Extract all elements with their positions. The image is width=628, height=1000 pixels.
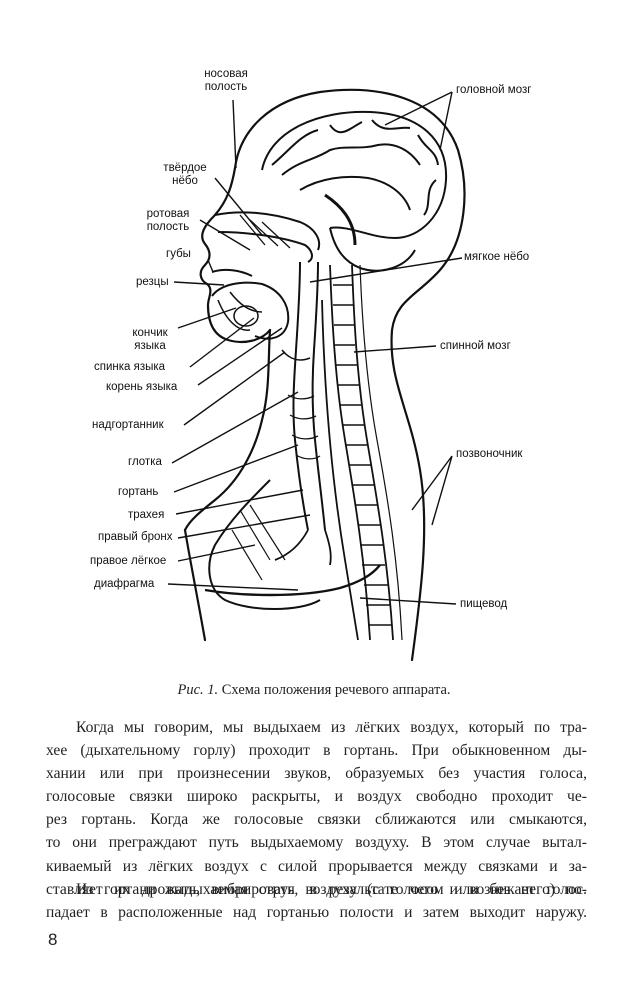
label-nasal-cavity-line1: носовая [204, 68, 248, 80]
label-spinal-cord: спинной мозг [440, 340, 511, 352]
page-number: 8 [48, 930, 58, 949]
paragraph-2-line: падает в расположенные над гортанью поло… [46, 904, 587, 922]
label-diaphragm: диафрагма [94, 578, 155, 590]
mouth-tongue [211, 268, 290, 340]
paragraph-1-line: рез гортань. Когда же голосовые связки с… [46, 811, 587, 829]
head-outline [233, 88, 466, 662]
label-larynx: гортань [118, 486, 159, 498]
label-spine: позвоночник [456, 448, 523, 460]
speech-apparatus-figure: носовая полость головной мозг твёрдое нё… [90, 68, 532, 662]
brain [261, 110, 448, 272]
label-esophagus: пищевод [460, 598, 508, 610]
paragraph-1-line: то они преграждают путь выдыхаемому возд… [46, 834, 587, 852]
label-oral-cavity-line2: полость [146, 221, 190, 233]
paragraph-1: Когда мы говорим, мы выдыхаем из лёгких … [46, 716, 587, 901]
label-trachea: трахея [128, 509, 165, 521]
paragraph-1-line: хее (дыхательному горлу) проходит в горт… [46, 742, 587, 760]
label-oral-cavity: ротовая полость [130, 208, 206, 234]
paragraph-1-line: голосовые связки широко раскрыты, и возд… [46, 788, 587, 806]
label-hard-palate-line2: нёбо [172, 175, 198, 187]
label-hard-palate: твёрдое нёбо [150, 162, 220, 188]
label-incisors: резцы [136, 276, 169, 288]
label-brain: головной мозг [456, 84, 532, 96]
label-tongue-tip: кончик языка [122, 327, 178, 353]
paragraph-1-line: киваемый из лёгких воздух с силой прорыв… [46, 857, 587, 875]
label-nasal-cavity: носовая полость [188, 68, 264, 94]
figure-caption-prefix: Рис. 1. [177, 682, 219, 698]
label-nasal-cavity-line2: полость [204, 81, 248, 93]
lung-diaphragm [204, 479, 381, 610]
label-soft-palate: мягкое нёбо [464, 251, 530, 263]
label-tongue-root: корень языка [106, 381, 178, 393]
label-oral-cavity-line1: ротовая [146, 208, 190, 220]
label-tongue-tip-line2: языка [134, 340, 166, 352]
paragraph-1-line: Когда мы говорим, мы выдыхаем из лёгких … [76, 719, 587, 736]
label-right-lung: правое лёгкое [90, 555, 167, 567]
label-right-bronchus: правый бронх [98, 531, 173, 543]
chest-outline [183, 528, 207, 642]
figure-caption-text: Схема положения речевого аппарата. [218, 682, 451, 698]
leader-lines [167, 91, 463, 605]
anatomy-illustration [167, 88, 466, 662]
esophagus-line [321, 299, 359, 641]
spine-column [329, 264, 403, 641]
face-outline [199, 166, 272, 344]
throat-outline [183, 328, 272, 532]
label-hard-palate-line1: твёрдое [163, 162, 207, 174]
paragraph-2-line: Из гортани выдыхаемая струя воздуха (с г… [76, 881, 587, 898]
label-tongue-tip-line1: кончик [132, 327, 168, 339]
figure-caption: Рис. 1. Схема положения речевого аппарат… [0, 682, 628, 699]
nasal-palate [214, 211, 320, 263]
paragraph-2: Из гортани выдыхаемая струя воздуха (с г… [46, 878, 587, 924]
paragraph-1-line: ставляет их дрожать, вибрировать, в резу… [46, 880, 587, 898]
paragraph-1-line: хании или при произнесении звуков, образ… [46, 765, 587, 783]
label-tongue-back: спинка языка [94, 361, 166, 373]
label-pharynx: глотка [128, 456, 162, 468]
label-epiglottis: надгортанник [92, 419, 164, 431]
label-lips: губы [166, 248, 191, 260]
